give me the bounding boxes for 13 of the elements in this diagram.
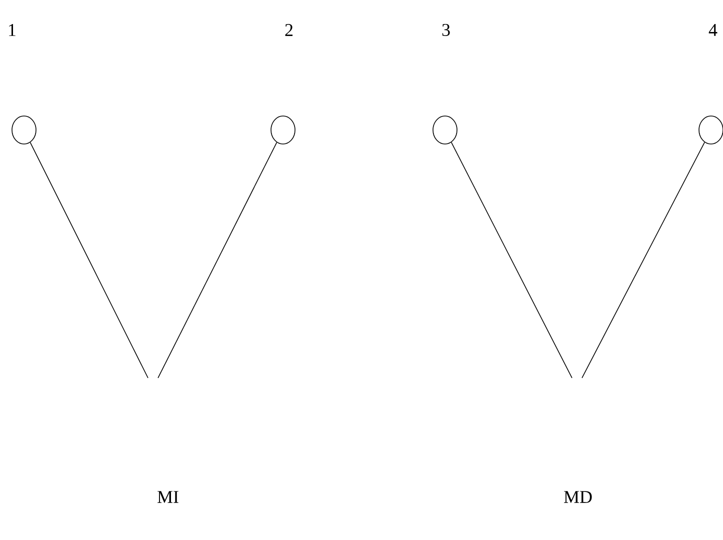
number-label: 1 [9,24,16,36]
line [30,142,148,378]
number-label: 3 [442,24,450,36]
line [158,142,278,378]
circle-node [12,116,36,144]
number-label: 2 [285,24,293,36]
group-label: MD [564,491,592,503]
circle-node [432,116,458,144]
group-label: MI [158,491,178,503]
line [582,142,705,378]
circle-node [270,116,296,144]
number-label: 4 [708,24,718,36]
line [450,142,572,378]
